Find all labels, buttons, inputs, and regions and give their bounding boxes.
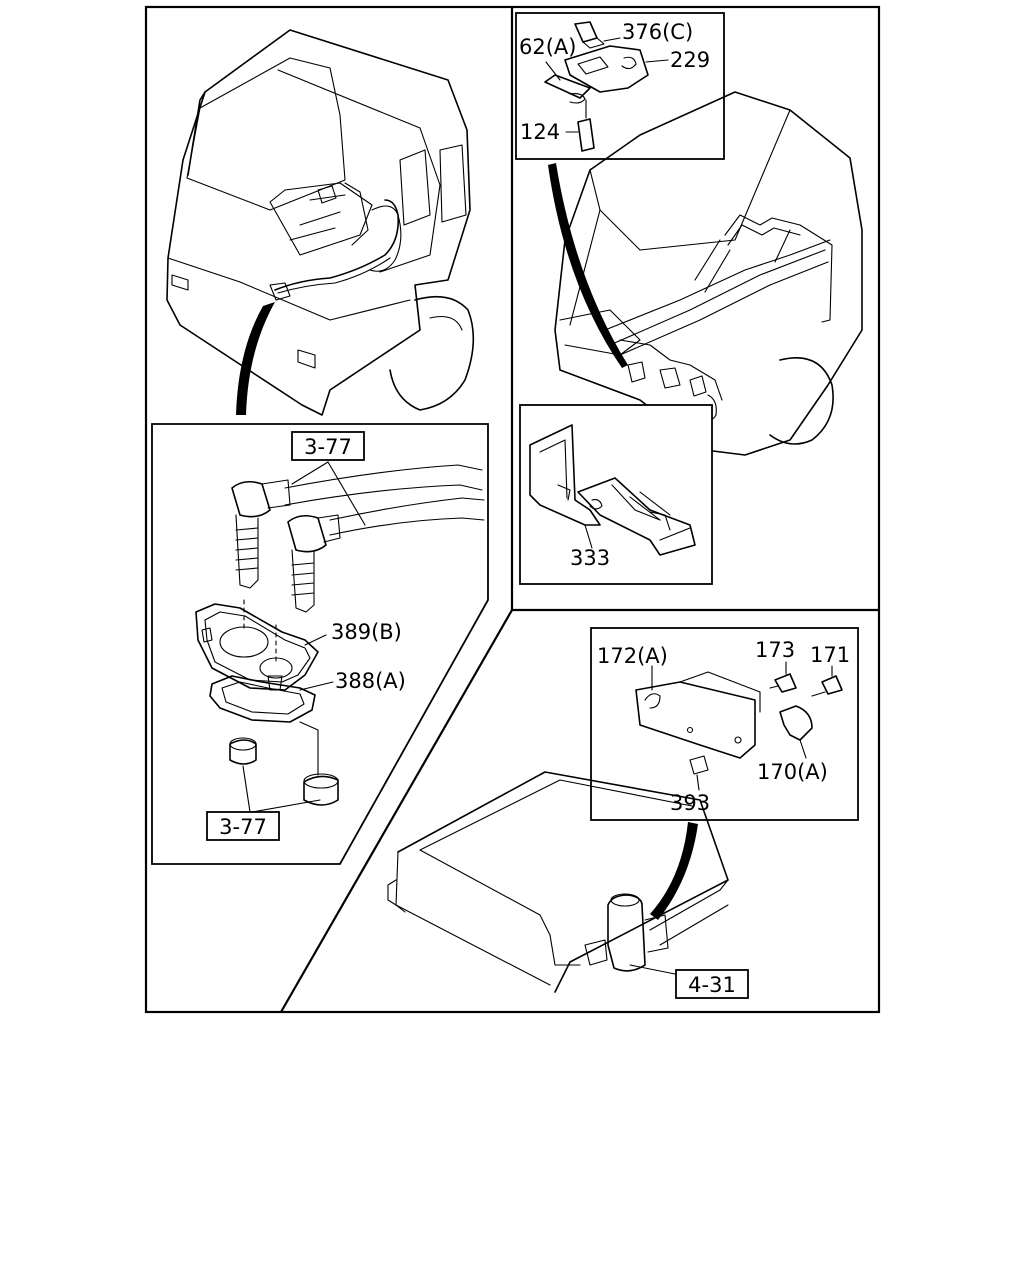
ref-label-4-31: 4-31 bbox=[688, 973, 736, 997]
callout-333: 333 bbox=[570, 546, 610, 570]
callout-389b: 389(B) bbox=[331, 620, 402, 644]
cab-view-left bbox=[166, 29, 475, 416]
callout-393: 393 bbox=[670, 791, 710, 815]
cab-view-right bbox=[554, 91, 863, 456]
leader-arrow-valve bbox=[650, 822, 698, 920]
callout-62a: 62(A) bbox=[519, 35, 576, 59]
ref-label-3-77-bottom: 3-77 bbox=[219, 815, 267, 839]
callout-171: 171 bbox=[810, 643, 850, 667]
ref-label-3-77-top: 3-77 bbox=[304, 435, 352, 459]
bracket-inset-333 bbox=[519, 404, 713, 585]
callout-124: 124 bbox=[520, 120, 560, 144]
leader-arrow-cab-left bbox=[236, 302, 275, 415]
diagram-frame bbox=[144, 5, 881, 1014]
ref-box-3-77-top: 3-77 bbox=[291, 431, 365, 461]
callout-229: 229 bbox=[670, 48, 710, 72]
valve-bracket-inset bbox=[590, 627, 859, 821]
callout-170a: 170(A) bbox=[757, 760, 828, 784]
frame-rail-view bbox=[387, 771, 729, 993]
ref-box-4-31: 4-31 bbox=[675, 969, 749, 999]
bracket-inset-top bbox=[515, 12, 725, 160]
callout-173: 173 bbox=[755, 638, 795, 662]
callout-388a: 388(A) bbox=[335, 669, 406, 693]
callout-172a: 172(A) bbox=[597, 644, 668, 668]
injector-inset bbox=[151, 423, 489, 865]
ref-box-3-77-bottom: 3-77 bbox=[206, 811, 280, 841]
leader-arrow-bracket-top bbox=[548, 163, 628, 368]
callout-376c: 376(C) bbox=[622, 20, 693, 44]
callout-labels: 376(C) 62(A) 229 124 333 389(B) 388(A) 1… bbox=[331, 20, 850, 815]
